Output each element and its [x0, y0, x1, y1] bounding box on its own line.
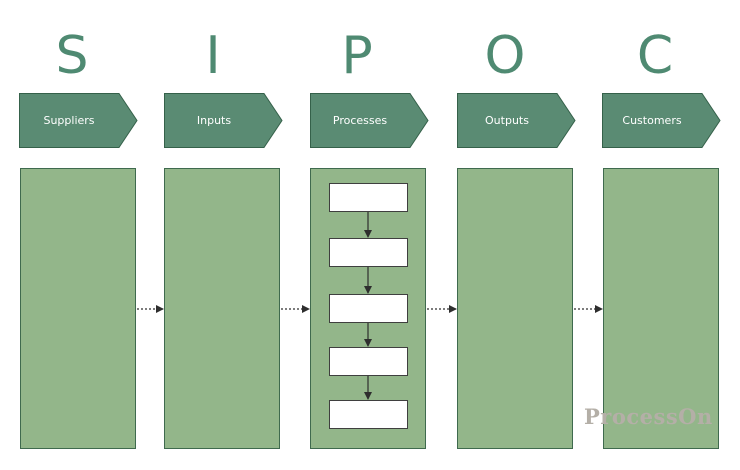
watermark-logo: ProcessOn: [584, 404, 713, 429]
process-step-1: [329, 183, 408, 212]
header-outputs: Outputs: [457, 93, 576, 148]
column-inputs: [164, 168, 280, 449]
header-customers: Customers: [602, 93, 721, 148]
process-step-4: [329, 347, 408, 376]
process-step-2: [329, 238, 408, 267]
header-label-suppliers: Suppliers: [43, 114, 95, 127]
column-outputs: [457, 168, 573, 449]
header-processes: Processes: [310, 93, 429, 148]
chevron-shape: [457, 93, 576, 148]
header-label-processes: Processes: [332, 114, 388, 127]
letter-s: S: [55, 26, 89, 86]
header-suppliers: Suppliers: [19, 93, 138, 148]
letter-i: I: [205, 26, 221, 86]
header-label-customers: Customers: [622, 114, 682, 127]
process-step-5: [329, 400, 408, 429]
header-label-outputs: Outputs: [485, 114, 529, 127]
chevron-shape: [164, 93, 283, 148]
header-inputs: Inputs: [164, 93, 283, 148]
letter-o: O: [484, 26, 526, 86]
chevron-shape: [310, 93, 429, 148]
column-suppliers: [20, 168, 136, 449]
letter-p: P: [341, 26, 373, 86]
header-label-inputs: Inputs: [196, 114, 232, 127]
letter-c: C: [636, 26, 674, 86]
process-step-3: [329, 294, 408, 323]
chevron-shape: [19, 93, 138, 148]
column-customers: [603, 168, 719, 449]
chevron-shape: [602, 93, 721, 148]
